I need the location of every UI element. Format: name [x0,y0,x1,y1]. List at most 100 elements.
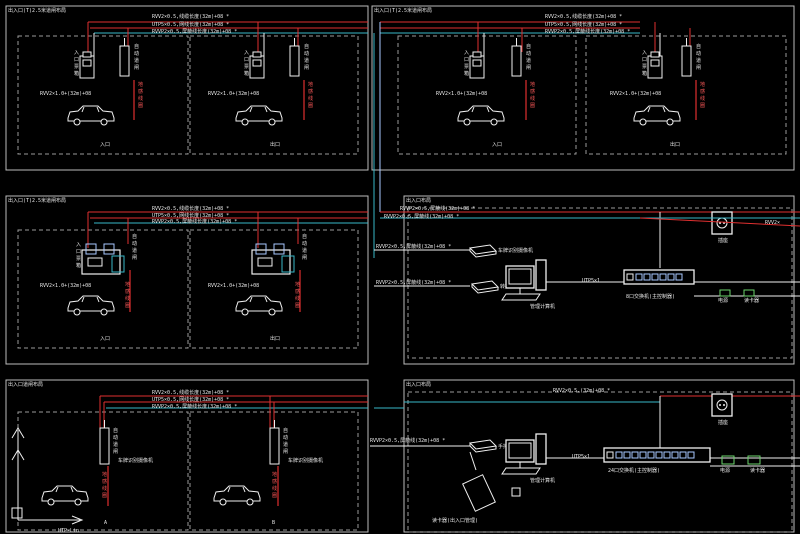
vertical-char: 口 [642,57,647,63]
vertical-char: 感 [102,478,107,485]
box-top [252,51,262,58]
vertical-char: 闸 [283,448,288,455]
car-body [213,485,261,502]
cable-label: UTP5×0.5,网线长度(32m)+08 * [152,212,229,219]
device-label: 车牌识别摄像机 [118,457,153,464]
car-wheel [639,118,647,126]
vertical-char: 线 [102,485,107,492]
vertical-char: 感 [308,88,313,95]
vertical-char: 自 [132,233,137,240]
vertical-char: 自 [696,43,701,50]
cable-red [639,217,800,227]
panel-title: 出入口道闸布局 [8,381,43,388]
dashed-zone [407,207,793,359]
socket-pin [723,404,725,406]
computer-icon [501,433,547,475]
vertical-char: 道 [283,441,288,448]
vertical-char: 闸 [526,64,531,71]
vertical-char: 自 [134,43,139,50]
car-icon [213,485,261,506]
box-screen [650,59,660,67]
vertical-char: 地 [308,81,313,88]
socket-label: 插座 [718,237,728,244]
lane-label: 出口 [270,141,280,148]
switch-port [663,451,671,459]
vertical-char: 线 [700,95,705,102]
dashed-zone [397,35,577,155]
vertical-char: 入 [244,50,249,56]
car-wheel [47,498,55,506]
cable-label: RVV2×0.5,线缆长度(32m)+08 * [152,205,229,212]
socket-pin [719,404,721,406]
cable-label: RVVP2×0.5,屏蔽线长度(32m)+08 * [152,403,237,410]
switch-port [651,273,659,281]
lane-label: B [272,520,275,526]
cable-label: RVVP2×0.5,屏蔽线长度(32m)+08 * [152,28,237,35]
socket-hole [716,399,728,411]
frame-mid-left [5,195,369,365]
vertical-char: 闸 [302,254,307,261]
vertical-char: 票 [464,64,469,70]
device-label: 电源 [718,297,728,304]
switch-port [615,451,623,459]
car-body [235,295,283,312]
car-icon [633,105,681,126]
car-window [96,296,100,303]
vertical-char: 圈 [125,303,130,309]
car-wheel [100,308,108,316]
car-wheel [241,118,249,126]
reader-top [468,244,498,255]
device-label: 管理计算机 [530,477,555,484]
vertical-char: 线 [308,95,313,102]
ticket-box-icon [249,51,265,79]
vertical-char: 感 [272,478,277,485]
vertical-char: 票 [74,64,79,70]
box-body [469,55,485,79]
gate-body [681,45,692,77]
panel-title: 出入口(T)2.5米道闸布局 [8,7,66,14]
frame-bottom-left [5,379,369,533]
car-window [242,486,246,493]
gate-body [119,45,130,77]
camera-gate-cluster [251,243,295,275]
car-icon [67,295,115,316]
car-wheel [463,118,471,126]
vertical-char: 地 [530,81,535,88]
screen [508,268,532,285]
panel-title: 出入口布局 [406,381,431,388]
switch-port [647,451,655,459]
vertical-char: 票 [244,64,249,70]
vertical-char: 圈 [308,103,313,109]
vertical-char: 闸 [132,254,137,261]
vertical-char: 地 [295,281,300,288]
car-window [662,106,666,113]
switch-icon [623,269,695,285]
car-window [249,106,253,113]
cable-label: RVVP2×0.5,屏蔽线(32m)+08 * [384,213,459,220]
device-label: 管理计算机 [530,303,555,310]
vertical-char: 道 [304,57,309,64]
car-wheel [268,118,276,126]
device-label: 24口交换机(主控制器) [608,467,660,474]
switch-port [643,273,651,281]
cable-label: RVV2×0.5,线缆长度(32m)+08 * [152,13,229,20]
antenna-icon [11,449,25,461]
camera-head [273,243,285,255]
vertical-char: 票 [76,256,81,262]
vertical-char: 道 [134,57,139,64]
switch-led [606,451,614,459]
vertical-char: 动 [696,50,701,57]
terminal-block [719,289,731,297]
vertical-char: 线 [272,485,277,492]
gate-body [269,427,280,465]
switch-port [667,273,675,281]
car-body [67,295,115,312]
vertical-char: 入 [76,242,81,248]
car-window [96,106,100,113]
vertical-char: 感 [295,288,300,295]
lane-label: 入口 [100,336,110,342]
